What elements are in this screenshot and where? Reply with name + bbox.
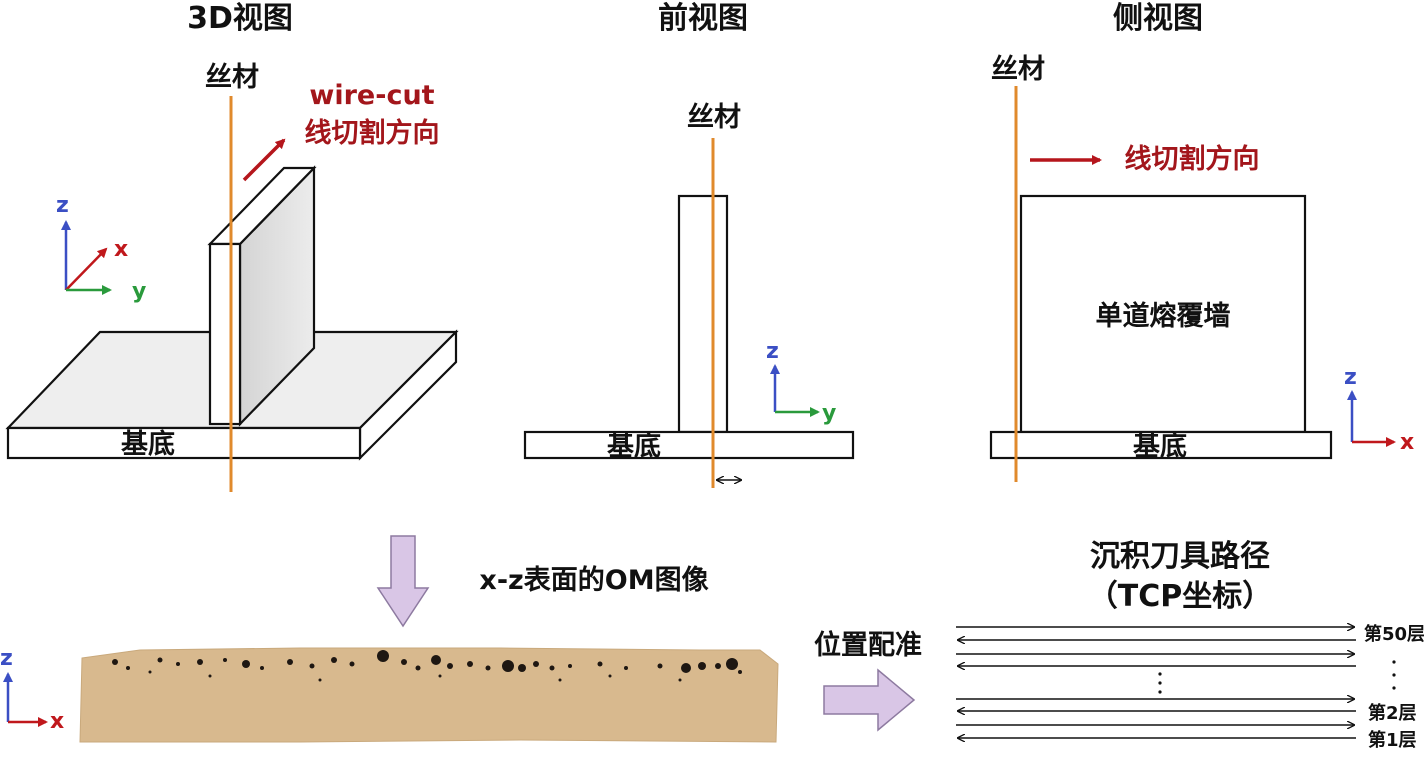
pore	[681, 663, 691, 673]
pore	[197, 659, 203, 665]
toolpath-section: 沉积刀具路径 （TCP坐标） 第50层 第2层 第1层	[956, 539, 1424, 751]
substrate-side-label: 基底	[1133, 430, 1187, 462]
pore	[558, 678, 562, 682]
panel-side-title: 侧视图	[1113, 1, 1203, 36]
axes-3d: z x y	[56, 193, 146, 304]
cut-label-side-cn: 线切割方向	[1125, 143, 1260, 175]
pore	[176, 662, 180, 666]
pore	[738, 670, 742, 674]
pore	[318, 678, 322, 682]
wall-front	[677, 194, 729, 434]
toolpath-title-2: （TCP坐标）	[1088, 579, 1272, 614]
om-pores	[112, 650, 742, 682]
axes-side: z x	[1344, 365, 1414, 455]
layer-50-paths	[956, 627, 1356, 666]
pore	[518, 664, 526, 672]
down-arrow	[376, 535, 430, 628]
cut-label-en: wire-cut	[309, 80, 434, 111]
panel-front-title: 前视图	[658, 1, 748, 36]
pore	[447, 663, 453, 669]
layer-1-label: 第1层	[1368, 729, 1417, 751]
pore	[533, 661, 539, 667]
pore	[331, 657, 337, 663]
pore	[678, 678, 682, 682]
substrate-3d-label: 基底	[121, 428, 175, 460]
pore	[549, 665, 555, 671]
registration-label: 位置配准	[814, 629, 922, 661]
pore	[726, 658, 738, 670]
pore	[597, 661, 603, 667]
pore	[715, 663, 721, 669]
pore	[608, 674, 612, 678]
pore	[624, 666, 628, 670]
substrate-front	[523, 430, 855, 460]
wall-side-label: 单道熔覆墙	[1096, 300, 1231, 332]
om-label: x-z表面的OM图像	[479, 564, 708, 596]
pore	[148, 670, 152, 674]
axis-front-z-label: z	[766, 339, 779, 364]
layer-1-paths	[956, 725, 1356, 738]
pore	[698, 662, 706, 670]
axis-3d-z-label: z	[56, 193, 69, 218]
pore	[401, 659, 407, 665]
wall-3d	[207, 165, 317, 427]
wire-front-label: 丝材	[687, 102, 741, 133]
pore	[260, 666, 264, 670]
pore	[208, 674, 212, 678]
axes-om: z x	[0, 646, 64, 734]
panel-side-view: 侧视图 单道熔覆墙 基底 丝材 线切割方向 z x	[989, 1, 1414, 482]
om-sample	[79, 647, 779, 743]
pore	[431, 655, 441, 665]
panel-3d-title: 3D视图	[187, 1, 293, 36]
pore	[126, 666, 130, 670]
wire-3d-label: 丝材	[205, 62, 259, 93]
axis-3d-x-label: x	[114, 237, 128, 262]
axis-om-x-label: x	[50, 709, 64, 734]
pore	[502, 660, 514, 672]
substrate-side	[989, 430, 1333, 460]
layer-2-paths	[956, 699, 1356, 711]
pore	[309, 663, 315, 669]
wire-side-label: 丝材	[991, 54, 1045, 85]
axes-front: z y	[766, 339, 836, 426]
substrate-front-label: 基底	[607, 430, 661, 462]
pore	[287, 659, 293, 665]
pore	[242, 660, 250, 668]
registration-section: 位置配准	[814, 629, 922, 732]
cut-label-3d-cn: 线切割方向	[305, 117, 440, 149]
layer-2-label: 第2层	[1368, 702, 1417, 724]
layer-50-label: 第50层	[1364, 623, 1424, 645]
om-section: x-z表面的OM图像 z x	[0, 535, 779, 743]
pore	[657, 663, 663, 669]
axis-om-z-label: z	[0, 646, 13, 671]
cut-direction-3d-arrow	[242, 138, 286, 182]
pore	[415, 665, 421, 671]
pore	[467, 661, 473, 667]
layer-dots	[1392, 660, 1396, 690]
pore	[377, 650, 389, 662]
pore	[485, 665, 491, 671]
pore	[568, 664, 572, 668]
pore	[349, 661, 355, 667]
toolpath-title-1: 沉积刀具路径	[1090, 539, 1270, 574]
panel-front-view: 前视图 基底 丝材 z y	[523, 1, 855, 488]
right-arrow	[823, 668, 916, 732]
pore	[223, 658, 227, 662]
axis-3d-y-label: y	[132, 279, 146, 304]
panel-3d-view: 3D视图 基底 丝材 wire-cut 线切割方向 z x y	[5, 1, 459, 492]
pore	[157, 657, 163, 663]
axis-side-x-label: x	[1400, 430, 1414, 455]
pore	[112, 659, 118, 665]
middle-dots	[1158, 672, 1162, 694]
pore	[438, 674, 442, 678]
axis-side-z-label: z	[1344, 365, 1357, 390]
axis-front-y-label: y	[822, 401, 836, 426]
